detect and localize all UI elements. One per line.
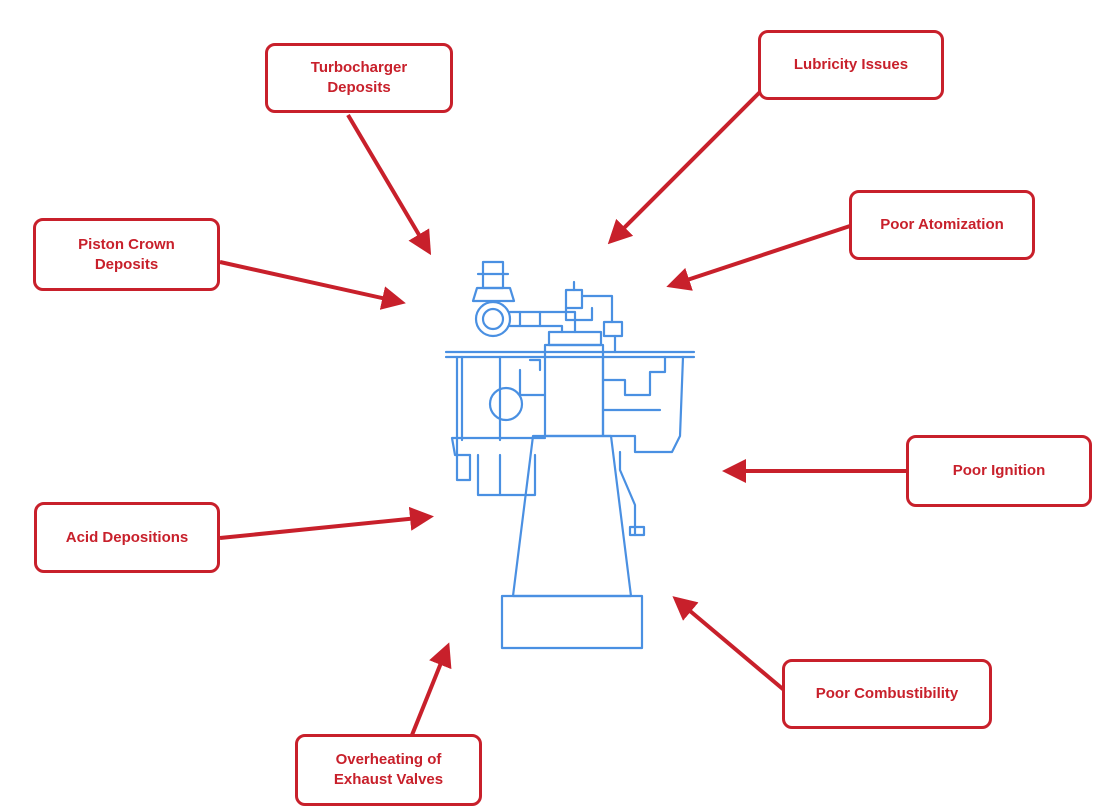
cause-label: Lubricity Issues bbox=[793, 56, 909, 73]
cause-box-lubricity-issues: Lubricity Issues bbox=[758, 30, 944, 100]
cause-box-acid-depositions: Acid Depositions bbox=[34, 502, 220, 573]
cause-label: Turbocharger Deposits bbox=[310, 59, 408, 96]
cause-label: Acid Depositions bbox=[65, 528, 189, 546]
cause-label: Poor Ignition bbox=[952, 462, 1046, 479]
arrow-turbocharger bbox=[346, 113, 432, 256]
cause-box-poor-ignition: Poor Ignition bbox=[906, 435, 1092, 507]
arrow-exhaust bbox=[410, 642, 452, 736]
cause-box-poor-combustibility: Poor Combustibility bbox=[782, 659, 992, 729]
cause-label: Poor Atomization bbox=[880, 216, 1004, 233]
cause-box-turbocharger-deposits: Turbocharger Deposits bbox=[265, 43, 453, 113]
cause-box-piston-crown-deposits: Piston Crown Deposits bbox=[33, 218, 220, 291]
cause-label: Overheating of Exhaust Valves bbox=[333, 751, 444, 788]
arrow-piston bbox=[219, 260, 406, 310]
cause-box-poor-atomization: Poor Atomization bbox=[849, 190, 1035, 260]
cause-label: Piston Crown Deposits bbox=[78, 235, 175, 273]
cause-box-overheating-exhaust-valves: Overheating of Exhaust Valves bbox=[295, 734, 482, 806]
arrow-acid bbox=[219, 506, 434, 540]
arrow-lubricity bbox=[607, 90, 762, 245]
arrow-atomization bbox=[666, 224, 851, 291]
cause-label: Poor Combustibility bbox=[815, 685, 959, 702]
arrow-combustibility bbox=[672, 596, 786, 692]
